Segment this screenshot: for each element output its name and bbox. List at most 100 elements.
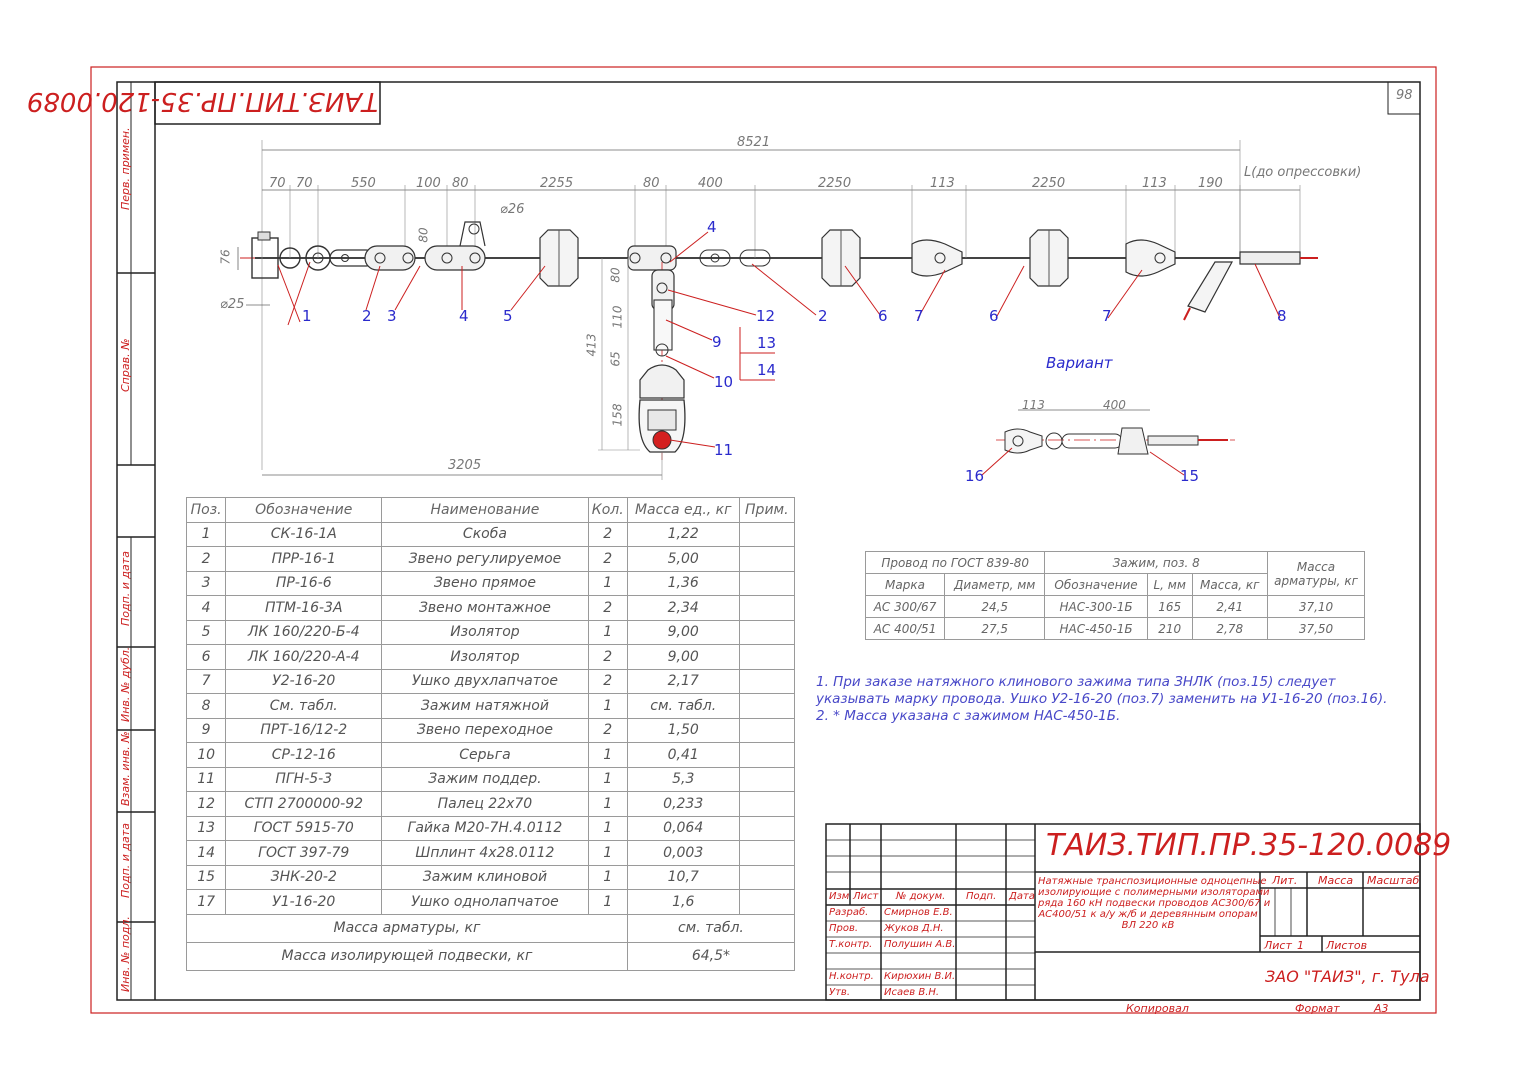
table-cell: 2 — [587, 644, 628, 670]
callout-9: 9 — [712, 333, 722, 351]
table-cell — [738, 742, 796, 768]
dim-76: 76 — [218, 249, 233, 265]
table-cell: Ушко двухлапчатое — [381, 668, 589, 694]
dim-top-4: 80 — [452, 176, 469, 191]
table-cell — [738, 766, 796, 792]
table-cell: 0,064 — [626, 815, 740, 841]
callout-2: 2 — [362, 307, 372, 325]
table-cell: Зажим поддер. — [381, 766, 589, 792]
desc-line: АС400/51 к а/у ж/б и деревянным опорам — [1038, 909, 1258, 920]
table-cell: ПРР-16-1 — [225, 546, 383, 572]
dim-diam25: ⌀25 — [220, 297, 245, 312]
table-cell: 2 — [587, 595, 628, 621]
table-cell — [738, 717, 796, 743]
table-cell: См. табл. — [225, 693, 383, 719]
table-cell: 1 — [587, 619, 628, 645]
dim-top-11: 113 — [1142, 176, 1167, 191]
side-label-inv-dubl: Инв. № дубл. — [119, 646, 132, 722]
table-cell: Изолятор — [381, 644, 589, 670]
dim-top-10: 2250 — [1032, 176, 1066, 191]
table-cell: ЗНК-20-2 — [225, 864, 383, 890]
role-name: Исаев В.Н. — [884, 987, 940, 998]
sheets-label: Листов — [1326, 939, 1368, 952]
table-cell: 7 — [185, 668, 227, 694]
wire-cell: 210 — [1146, 617, 1193, 640]
table-cell — [738, 840, 796, 866]
table-cell: Зажим клиновой — [381, 864, 589, 890]
table-cell: Звено прямое — [381, 570, 589, 596]
table-cell — [738, 693, 796, 719]
role-name: Кирюхин В.И. — [884, 971, 956, 982]
wire-table: Провод по ГОСТ 839-80 Зажим, поз. 8 Масс… — [864, 551, 1365, 640]
col-code: Обозначение — [225, 497, 383, 523]
callout-12: 12 — [756, 307, 776, 325]
dim-top-3: 100 — [416, 176, 441, 191]
table-cell: 5,00 — [626, 546, 740, 572]
wire-cell: АС 300/67 — [864, 595, 946, 618]
callout-5: 5 — [503, 307, 513, 325]
table-cell: 4 — [185, 595, 227, 621]
wire-cell: 24,5 — [944, 595, 1046, 618]
dim-158: 158 — [610, 403, 625, 427]
table-cell — [738, 644, 796, 670]
desc-line: ряда 160 кН подвески проводов АС300/67 и — [1038, 898, 1271, 909]
table-cell: 1 — [587, 791, 628, 817]
callout-11: 11 — [714, 441, 734, 459]
table-cell: 10,7 — [626, 864, 740, 890]
lit-label: Лит. — [1272, 874, 1298, 887]
callout-10: 10 — [714, 373, 734, 391]
mass-label: Масса — [1318, 874, 1354, 887]
parts-table: Поз. Обозначение Наименование Кол. Масса… — [185, 497, 796, 971]
table-cell: Гайка М20-7Н.4.0112 — [381, 815, 589, 841]
dim-110: 110 — [610, 305, 625, 329]
table-cell: 1 — [587, 864, 628, 890]
callout-6: 6 — [878, 307, 888, 325]
table-cell: ЛК 160/220-А-4 — [225, 644, 383, 670]
wire-h-brand: Марка — [864, 573, 946, 596]
table-cell: Изолятор — [381, 619, 589, 645]
table-cell: СК-16-1А — [225, 521, 383, 547]
col-mass: Масса ед., кг — [626, 497, 740, 523]
wire-cell: АС 400/51 — [864, 617, 946, 640]
callout-1: 1 — [302, 307, 312, 325]
role-name: Полушин А.В. — [884, 939, 956, 950]
table-cell: 2,17 — [626, 668, 740, 694]
table-cell: 1 — [185, 521, 227, 547]
table-cell: 2 — [587, 546, 628, 572]
table-cell: 13 — [185, 815, 227, 841]
total-insul-row: Масса изолирующей подвески, кг 64,5* — [186, 941, 796, 971]
side-label-inv-podl: Инв. № подл. — [119, 916, 132, 992]
table-cell: СТП 2700000-92 — [225, 791, 383, 817]
table-cell: ПГН-5-3 — [225, 766, 383, 792]
table-cell: ЛК 160/220-Б-4 — [225, 619, 383, 645]
role-label: Утв. — [829, 987, 850, 998]
wire-cell: 37,50 — [1267, 617, 1365, 640]
callout-14: 14 — [757, 361, 777, 379]
note-line: 2. * Масса указана с зажимом НАС-450-1Б. — [816, 708, 1121, 724]
col-note: Прим. — [738, 497, 796, 523]
note-line: указывать марку провода. Ушко У2-16-20 (… — [816, 691, 1388, 707]
table-cell: 10 — [185, 742, 227, 768]
table-cell: 2 — [185, 546, 227, 572]
sheet-number: 98 — [1396, 88, 1413, 103]
dim-top-7: 400 — [698, 176, 723, 191]
wire-cell: НАС-450-1Б — [1044, 617, 1148, 640]
table-cell: Звено переходное — [381, 717, 589, 743]
table-cell: 14 — [185, 840, 227, 866]
wire-row: АС 400/51 27,5 НАС-450-1Б 210 2,78 37,50 — [864, 617, 1365, 640]
table-cell — [738, 570, 796, 596]
side-label-vzam: Взам. инв. № — [119, 731, 132, 806]
table-cell: 11 — [185, 766, 227, 792]
notes: 1. При заказе натяжного клинового зажима… — [816, 674, 1416, 725]
table-cell: 2 — [587, 717, 628, 743]
table-cell: 9 — [185, 717, 227, 743]
dim-top-2: 550 — [351, 176, 376, 191]
